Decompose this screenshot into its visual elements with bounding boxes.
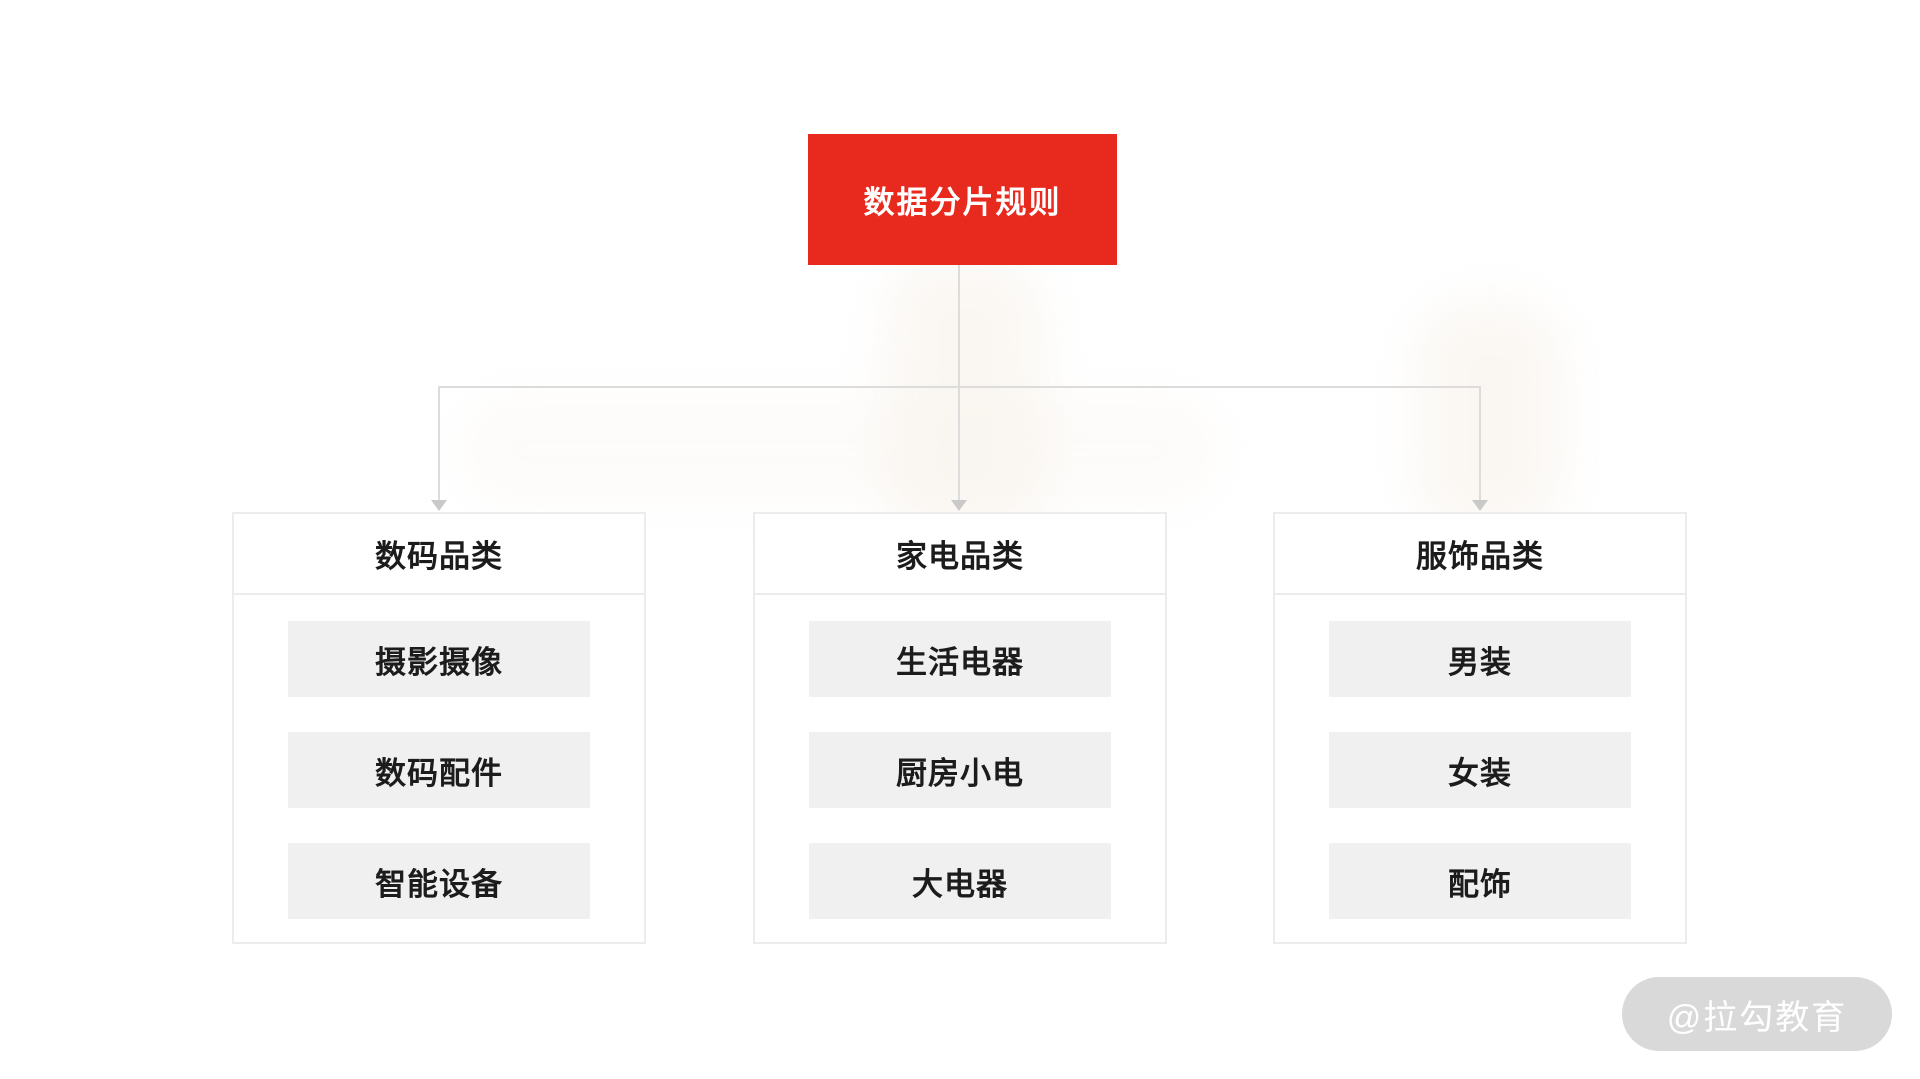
- category-item: 男装: [1329, 621, 1631, 697]
- category-item: 厨房小电: [809, 732, 1111, 808]
- arrow-down-icon: [431, 500, 447, 511]
- category-item: 摄影摄像: [288, 621, 590, 697]
- ghost-smudge: [460, 395, 1220, 505]
- connector-drop-right-line: [1479, 388, 1481, 500]
- arrow-down-icon: [1472, 500, 1488, 511]
- category-item: 配饰: [1329, 843, 1631, 919]
- category-body: 男装 女装 配饰: [1275, 595, 1685, 919]
- watermark-badge: @拉勾教育: [1622, 977, 1892, 1051]
- ghost-smudge: [1415, 300, 1565, 535]
- category-body: 生活电器 厨房小电 大电器: [755, 595, 1165, 919]
- category-title: 服饰品类: [1275, 514, 1685, 595]
- category-item: 智能设备: [288, 843, 590, 919]
- root-node-sharding-rule: 数据分片规则: [808, 134, 1117, 265]
- category-item: 女装: [1329, 732, 1631, 808]
- arrow-down-icon: [951, 500, 967, 511]
- category-item: 生活电器: [809, 621, 1111, 697]
- category-card-digital: 数码品类 摄影摄像 数码配件 智能设备: [232, 512, 646, 944]
- ghost-smudge: [885, 255, 1045, 535]
- watermark-label: @拉勾教育: [1666, 998, 1848, 1037]
- connector-horizontal-line: [438, 386, 1481, 388]
- connector-drop-left-line: [438, 388, 440, 500]
- category-card-appliance: 家电品类 生活电器 厨房小电 大电器: [753, 512, 1167, 944]
- category-item: 大电器: [809, 843, 1111, 919]
- category-body: 摄影摄像 数码配件 智能设备: [234, 595, 644, 919]
- root-node-label: 数据分片规则: [863, 185, 1062, 220]
- category-item: 数码配件: [288, 732, 590, 808]
- category-title: 数码品类: [234, 514, 644, 595]
- category-card-apparel: 服饰品类 男装 女装 配饰: [1273, 512, 1687, 944]
- category-title: 家电品类: [755, 514, 1165, 595]
- connector-trunk-line: [958, 265, 960, 500]
